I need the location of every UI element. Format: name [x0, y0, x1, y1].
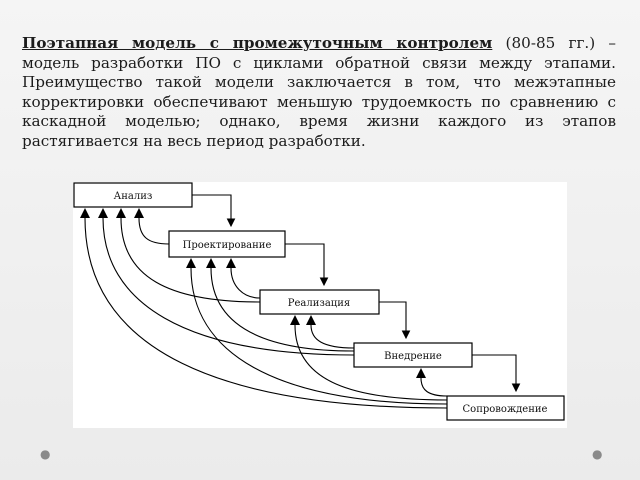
- stage-label-analysis: Анализ: [114, 191, 153, 202]
- arrowhead-implementation-1: [290, 315, 300, 325]
- arrowhead-analysis-4: [134, 208, 144, 218]
- stage-label-deployment: Внедрение: [384, 351, 442, 362]
- arrowhead-analysis-3: [116, 208, 126, 218]
- model-term: Поэтапная модель с промежуточным контрол…: [22, 34, 493, 52]
- arrowhead-design-1: [186, 258, 196, 268]
- stage-box-deployment: Внедрение: [353, 342, 473, 368]
- arrowhead-analysis-2: [98, 208, 108, 218]
- prev-slide-dot-icon[interactable]: ●: [40, 447, 51, 461]
- stage-box-maintenance: Сопровождение: [446, 395, 565, 421]
- stage-box-implementation: Реализация: [259, 289, 380, 315]
- arrowhead-analysis-1: [80, 208, 90, 218]
- arrowhead-design-2: [206, 258, 216, 268]
- description-paragraph: Поэтапная модель с промежуточным контрол…: [22, 34, 616, 152]
- stage-label-maintenance: Сопровождение: [463, 404, 548, 415]
- stage-box-analysis: Анализ: [73, 182, 193, 208]
- arrowhead-implementation-2: [306, 315, 316, 325]
- feedback-arcs: [84, 217, 448, 409]
- stage-box-design: Проектирование: [168, 230, 286, 258]
- next-slide-dot-icon[interactable]: ●: [592, 447, 603, 461]
- stage-label-design: Проектирование: [183, 240, 272, 251]
- arrowhead-deployment-1: [416, 368, 426, 378]
- stage-label-implementation: Реализация: [288, 298, 350, 309]
- stage-diagram: Анализ Проектирование Реализация Внедрен…: [73, 182, 567, 428]
- feedback-arrowheads: [80, 208, 426, 378]
- forward-flow-arrows: [192, 194, 521, 393]
- model-description: (80-85 гг.) – модель разработки ПО с цик…: [22, 34, 616, 150]
- arrowhead-design-3: [226, 258, 236, 268]
